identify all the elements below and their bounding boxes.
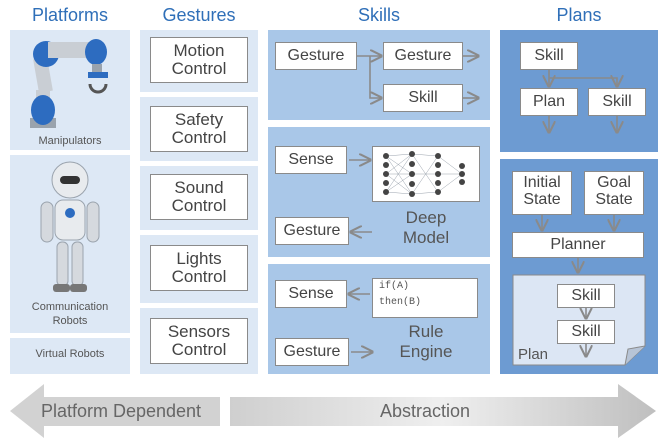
humanoid-robot-icon — [40, 161, 100, 292]
skills-p3-gesture: Gesture — [275, 338, 349, 366]
plans-planner: Planner — [512, 232, 644, 258]
plans-p1-plan: Plan — [520, 88, 578, 116]
skills-p3-label-2: Engine — [399, 342, 453, 361]
plans-p1-skill-top: Skill — [520, 42, 578, 70]
platform-communication-label-2: Robots — [52, 315, 88, 327]
rule-code-line-1: if(A) — [379, 281, 410, 292]
plans-p1-skill-right: Skill — [588, 88, 646, 116]
platform-virtual-label: Virtual Robots — [35, 348, 105, 360]
heading-platforms: Platforms — [31, 5, 109, 25]
plans-p2-skill-1: Skill — [557, 284, 615, 308]
plans-p2-plan-label: Plan — [518, 346, 549, 363]
skills-p1-gesture-b: Gesture — [383, 42, 463, 70]
manipulator-robot-icon — [30, 39, 108, 128]
heading-plans: Plans — [556, 5, 602, 25]
rule-code-box: if(A) then(B) — [372, 278, 478, 318]
neural-network-icon — [383, 151, 465, 197]
skills-p3-sense: Sense — [275, 280, 347, 308]
platform-communication-label-1: Communication — [31, 301, 109, 313]
skills-p2-sense: Sense — [275, 146, 347, 174]
abstraction-label: Abstraction — [379, 401, 471, 421]
platform-virtual-panel — [10, 338, 130, 374]
skills-p3-label-1: Rule — [408, 322, 444, 341]
rule-code-line-2: then(B) — [379, 296, 422, 308]
skills-p2-label-2: Model — [402, 228, 450, 247]
platform-dependent-label: Platform Dependent — [40, 401, 202, 421]
skills-p1-skill: Skill — [383, 84, 463, 112]
plans-p2-skill-2: Skill — [557, 320, 615, 344]
skills-p1-gesture-a: Gesture — [275, 42, 357, 70]
skills-p2-label-1: Deep — [405, 208, 447, 227]
heading-skills: Skills — [357, 5, 400, 25]
abstraction-arrow — [10, 384, 656, 438]
heading-gestures: Gestures — [162, 5, 236, 25]
skills-p2-gesture: Gesture — [275, 217, 349, 245]
platform-manipulators-label: Manipulators — [38, 135, 102, 147]
